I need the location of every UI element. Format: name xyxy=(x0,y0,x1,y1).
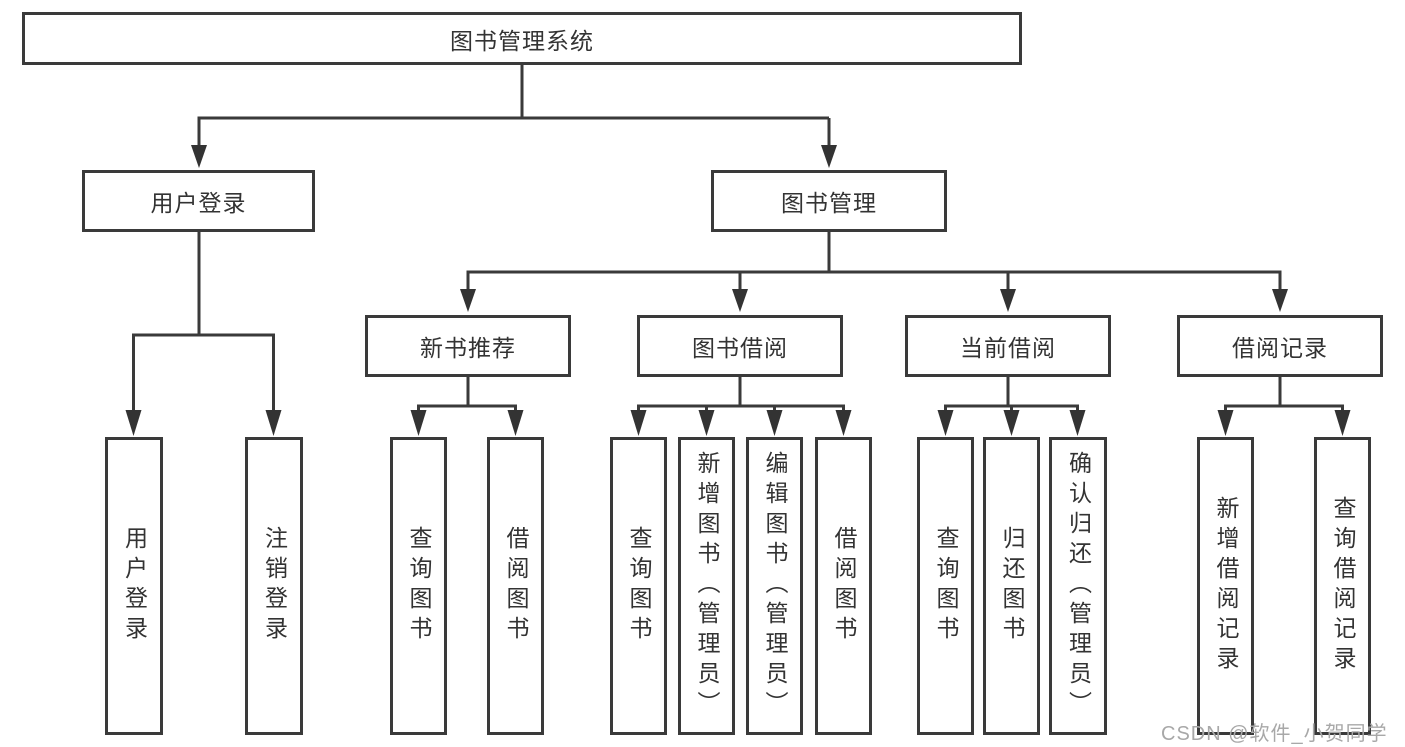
arrow-to-borrow-records xyxy=(1272,289,1288,312)
connector-newbookrec-to-leaves xyxy=(417,377,517,414)
leaf-br-query-record: 查询借阅记录 xyxy=(1314,437,1371,735)
leaf-cb-query-books: 查询图书 xyxy=(917,437,974,735)
node-new-book-rec: 新书推荐 xyxy=(365,315,571,377)
leaf-user-login: 用户登录 xyxy=(105,437,163,735)
arrow-to-leaf-cb-query xyxy=(937,410,954,436)
leaf-bb-edit-books-admin: 编辑图书（管理员） xyxy=(746,437,803,735)
connector-bookborrow-to-leaves xyxy=(637,377,845,414)
connector-currentborrow-to-leaves xyxy=(944,377,1079,414)
leaf-bb-borrow-books: 借阅图书 xyxy=(815,437,872,735)
connector-root-to-level2 xyxy=(197,65,831,150)
arrow-to-leaf-bb-edit xyxy=(766,410,783,436)
leaf-bb-query-books: 查询图书 xyxy=(610,437,667,735)
arrow-to-leaf-nbr-query xyxy=(410,410,427,436)
leaf-bb-add-books-admin: 新增图书（管理员） xyxy=(678,437,735,735)
arrow-to-leaf-logout xyxy=(265,410,282,436)
arrow-to-leaf-br-query xyxy=(1334,410,1351,436)
node-book-borrow: 图书借阅 xyxy=(637,315,843,377)
leaf-cb-return-books: 归还图书 xyxy=(983,437,1040,735)
leaf-nbr-query-books: 查询图书 xyxy=(390,437,447,735)
connector-bookmgmt-to-level3 xyxy=(466,232,1282,293)
arrow-to-book-mgmt-branch xyxy=(821,145,837,168)
node-book-mgmt-branch: 图书管理 xyxy=(711,170,947,232)
arrow-to-leaf-cb-confirm xyxy=(1069,410,1086,436)
arrow-to-leaf-br-add xyxy=(1217,410,1234,436)
node-current-borrow: 当前借阅 xyxy=(905,315,1111,377)
arrow-to-user-login-branch xyxy=(191,145,207,168)
arrow-to-leaf-bb-add xyxy=(698,410,715,436)
arrow-to-leaf-user-login xyxy=(125,410,142,436)
leaf-cb-confirm-return-admin: 确认归还（管理员） xyxy=(1049,437,1107,735)
connector-userlogin-to-leaves xyxy=(132,232,275,414)
leaf-br-add-record: 新增借阅记录 xyxy=(1197,437,1254,735)
arrow-to-leaf-cb-return xyxy=(1003,410,1020,436)
node-root-system: 图书管理系统 xyxy=(22,12,1022,65)
arrow-to-new-book-rec xyxy=(460,289,476,312)
leaf-logout: 注销登录 xyxy=(245,437,303,735)
arrow-to-leaf-bb-query xyxy=(630,410,647,436)
arrow-to-book-borrow xyxy=(732,289,748,312)
leaf-nbr-borrow-books: 借阅图书 xyxy=(487,437,544,735)
node-user-login-branch: 用户登录 xyxy=(82,170,315,232)
arrow-to-leaf-nbr-borrow xyxy=(507,410,524,436)
connector-borrowrecords-to-leaves xyxy=(1224,377,1344,414)
csdn-watermark: CSDN @软件_小贺同学 xyxy=(1161,723,1388,745)
arrow-to-leaf-bb-borrow xyxy=(835,410,852,436)
arrow-to-current-borrow xyxy=(1000,289,1016,312)
arrowheads xyxy=(125,145,1351,436)
node-borrow-records: 借阅记录 xyxy=(1177,315,1383,377)
